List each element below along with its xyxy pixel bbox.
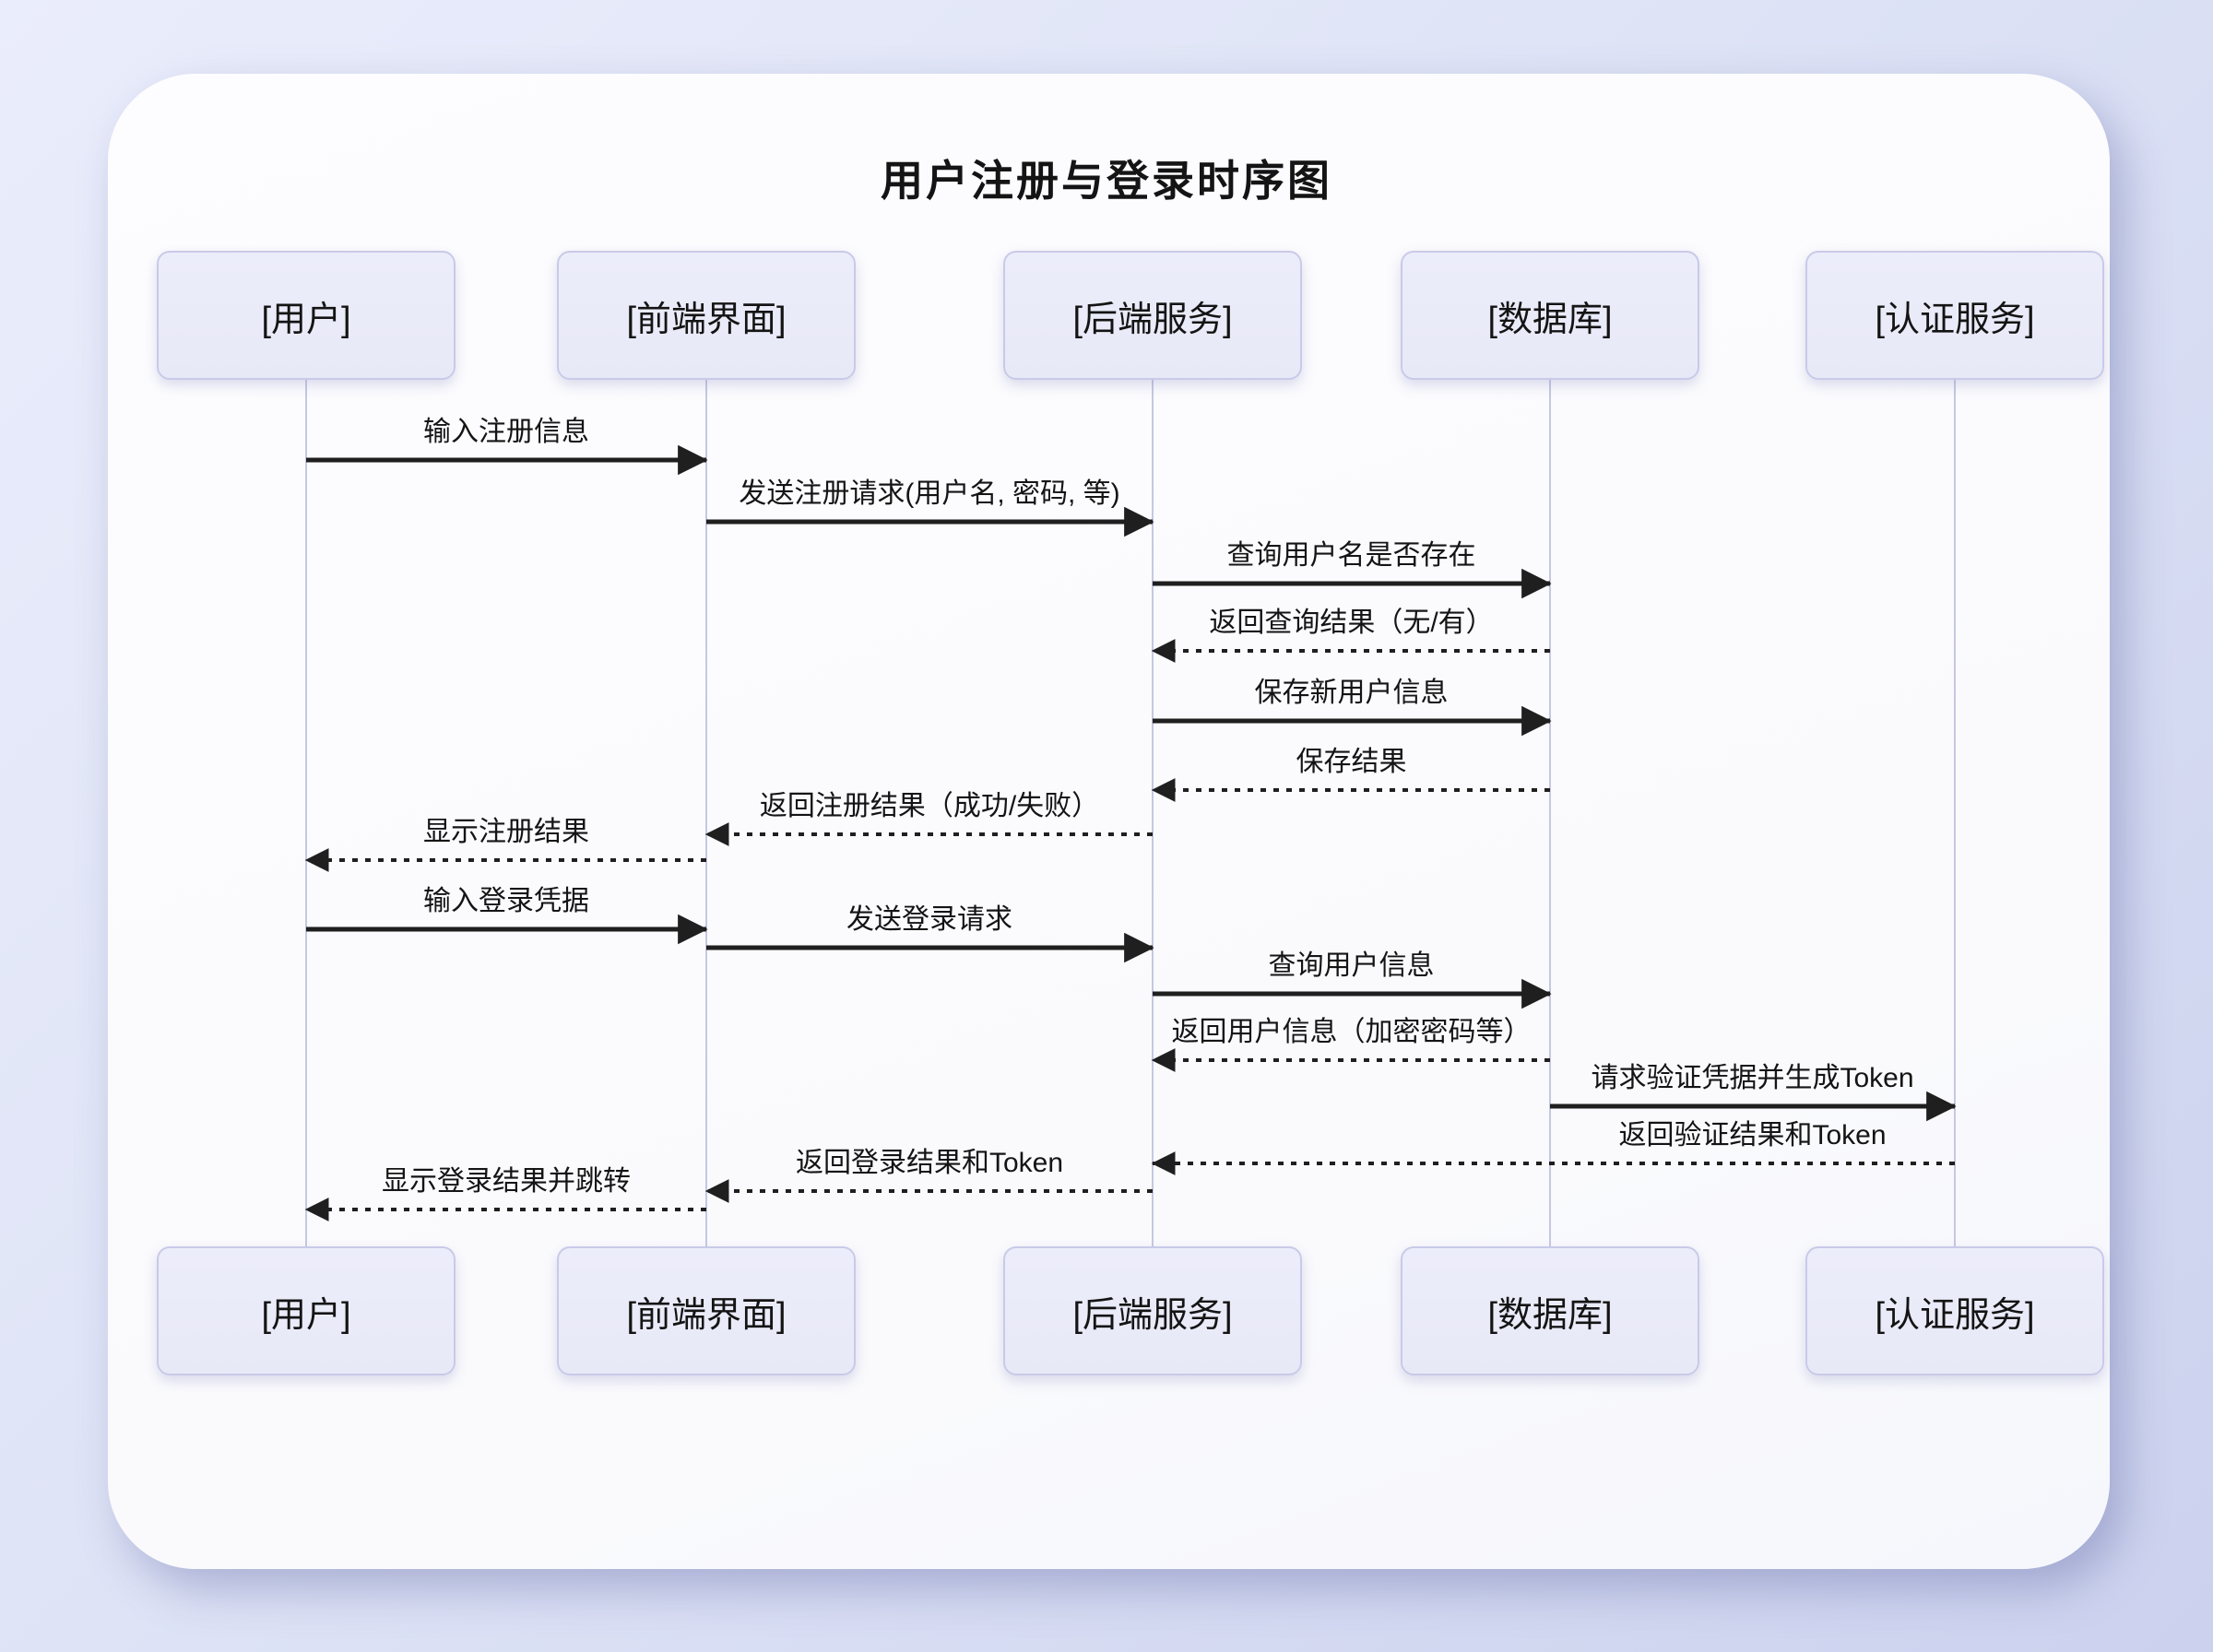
message-label-3: 查询用户名是否存在 [1226, 540, 1476, 571]
message-label-7: 返回注册结果（成功/失败） [759, 791, 1100, 821]
message-label-15: 返回登录结果和Token [795, 1148, 1064, 1178]
participant-database-bottom: [数据库] [1401, 1246, 1699, 1375]
participant-auth-top: [认证服务] [1805, 251, 2104, 380]
message-label-4: 返回查询结果（无/有） [1209, 608, 1494, 638]
message-label-16: 显示登录结果并跳转 [382, 1166, 631, 1197]
participant-frontend-bottom: [前端界面] [557, 1246, 856, 1375]
message-label-14: 返回验证结果和Token [1618, 1120, 1887, 1150]
message-label-10: 发送登录请求 [846, 904, 1012, 935]
message-label-5: 保存新用户信息 [1254, 678, 1449, 708]
message-label-8: 显示注册结果 [423, 817, 589, 847]
participant-user-bottom: [用户] [157, 1246, 456, 1375]
participant-user-top: [用户] [157, 251, 456, 380]
message-label-1: 输入注册信息 [423, 417, 589, 447]
message-label-13: 请求验证凭据并生成Token [1591, 1063, 1914, 1093]
participant-backend-top: [后端服务] [1003, 251, 1302, 380]
message-label-11: 查询用户信息 [1268, 950, 1435, 981]
message-label-9: 输入登录凭据 [423, 886, 589, 916]
participant-auth-bottom: [认证服务] [1805, 1246, 2104, 1375]
participant-database-top: [数据库] [1401, 251, 1699, 380]
message-label-2: 发送注册请求(用户名, 密码, 等) [739, 478, 1120, 509]
participant-frontend-top: [前端界面] [557, 251, 856, 380]
message-label-12: 返回用户信息（加密密码等） [1171, 1017, 1532, 1047]
message-label-6: 保存结果 [1296, 747, 1407, 777]
diagram-title: 用户注册与登录时序图 [881, 157, 1332, 205]
participant-backend-bottom: [后端服务] [1003, 1246, 1302, 1375]
